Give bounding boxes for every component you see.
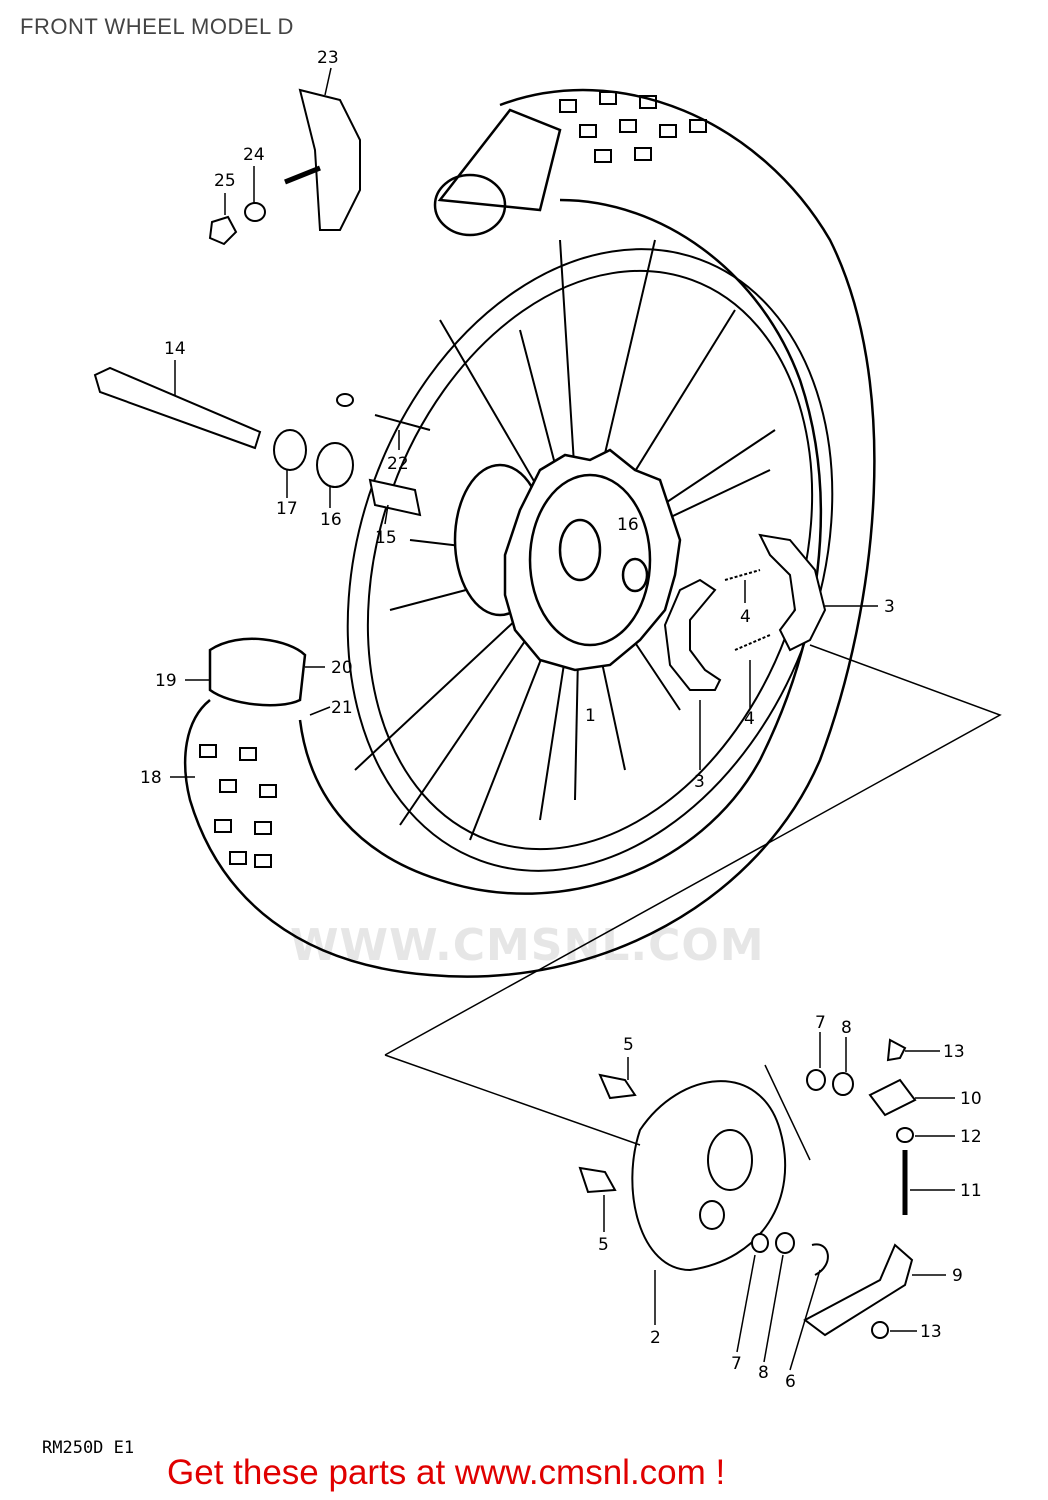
- callout-8-lower: 8: [758, 1363, 769, 1383]
- callout-5-lower: 5: [598, 1235, 609, 1255]
- rim-lock-parts: [208, 88, 361, 246]
- callout-8-upper: 8: [841, 1018, 852, 1038]
- callout-21: 21: [331, 698, 353, 718]
- leader-lines: [170, 67, 955, 1371]
- buy-parts-link[interactable]: Get these parts at www.cmsnl.com !: [167, 1453, 726, 1492]
- callout-9: 9: [952, 1266, 963, 1286]
- callout-labels: 23 24 25 14 22 17 16 15 16 4 3 4 19 20 2…: [140, 48, 982, 1392]
- watermark-text: WWW.CMSNL.COM: [290, 920, 765, 971]
- tire-drawing: [184, 88, 876, 978]
- callout-13-upper: 13: [943, 1042, 965, 1062]
- callout-17: 17: [276, 499, 298, 519]
- brake-shoes: [663, 533, 827, 691]
- callout-3-upper: 3: [884, 597, 895, 617]
- callout-24: 24: [243, 145, 265, 165]
- callout-1: 1: [585, 706, 596, 726]
- callout-2: 2: [650, 1328, 661, 1348]
- callout-22: 22: [387, 454, 409, 474]
- brake-panel-parts: [578, 1038, 917, 1339]
- exploded-guide-lines: [384, 644, 1002, 1161]
- callout-4-lower: 4: [744, 709, 755, 729]
- callout-13-lower: 13: [920, 1322, 942, 1342]
- callout-23: 23: [317, 48, 339, 68]
- callout-19: 19: [155, 671, 177, 691]
- callout-12: 12: [960, 1127, 982, 1147]
- hub-drawing: [453, 448, 682, 672]
- callout-5-upper: 5: [623, 1035, 634, 1055]
- callout-3-lower: 3: [694, 772, 705, 792]
- callout-4-upper: 4: [740, 607, 751, 627]
- callout-25: 25: [214, 171, 236, 191]
- tire-tread: [199, 91, 707, 868]
- axle-parts: [93, 366, 431, 517]
- callout-11: 11: [960, 1181, 982, 1201]
- model-code-label: RM250D E1: [42, 1438, 135, 1458]
- callout-20: 20: [331, 658, 353, 678]
- callout-14: 14: [164, 339, 186, 359]
- callout-16-hub: 16: [617, 515, 639, 535]
- callout-15: 15: [375, 528, 397, 548]
- callout-7-lower: 7: [731, 1354, 742, 1374]
- callout-18: 18: [140, 768, 162, 788]
- diagram-title: FRONT WHEEL MODEL D: [20, 14, 294, 39]
- callout-6: 6: [785, 1372, 796, 1392]
- callout-10: 10: [960, 1089, 982, 1109]
- callout-16: 16: [320, 510, 342, 530]
- callout-7-upper: 7: [815, 1013, 826, 1033]
